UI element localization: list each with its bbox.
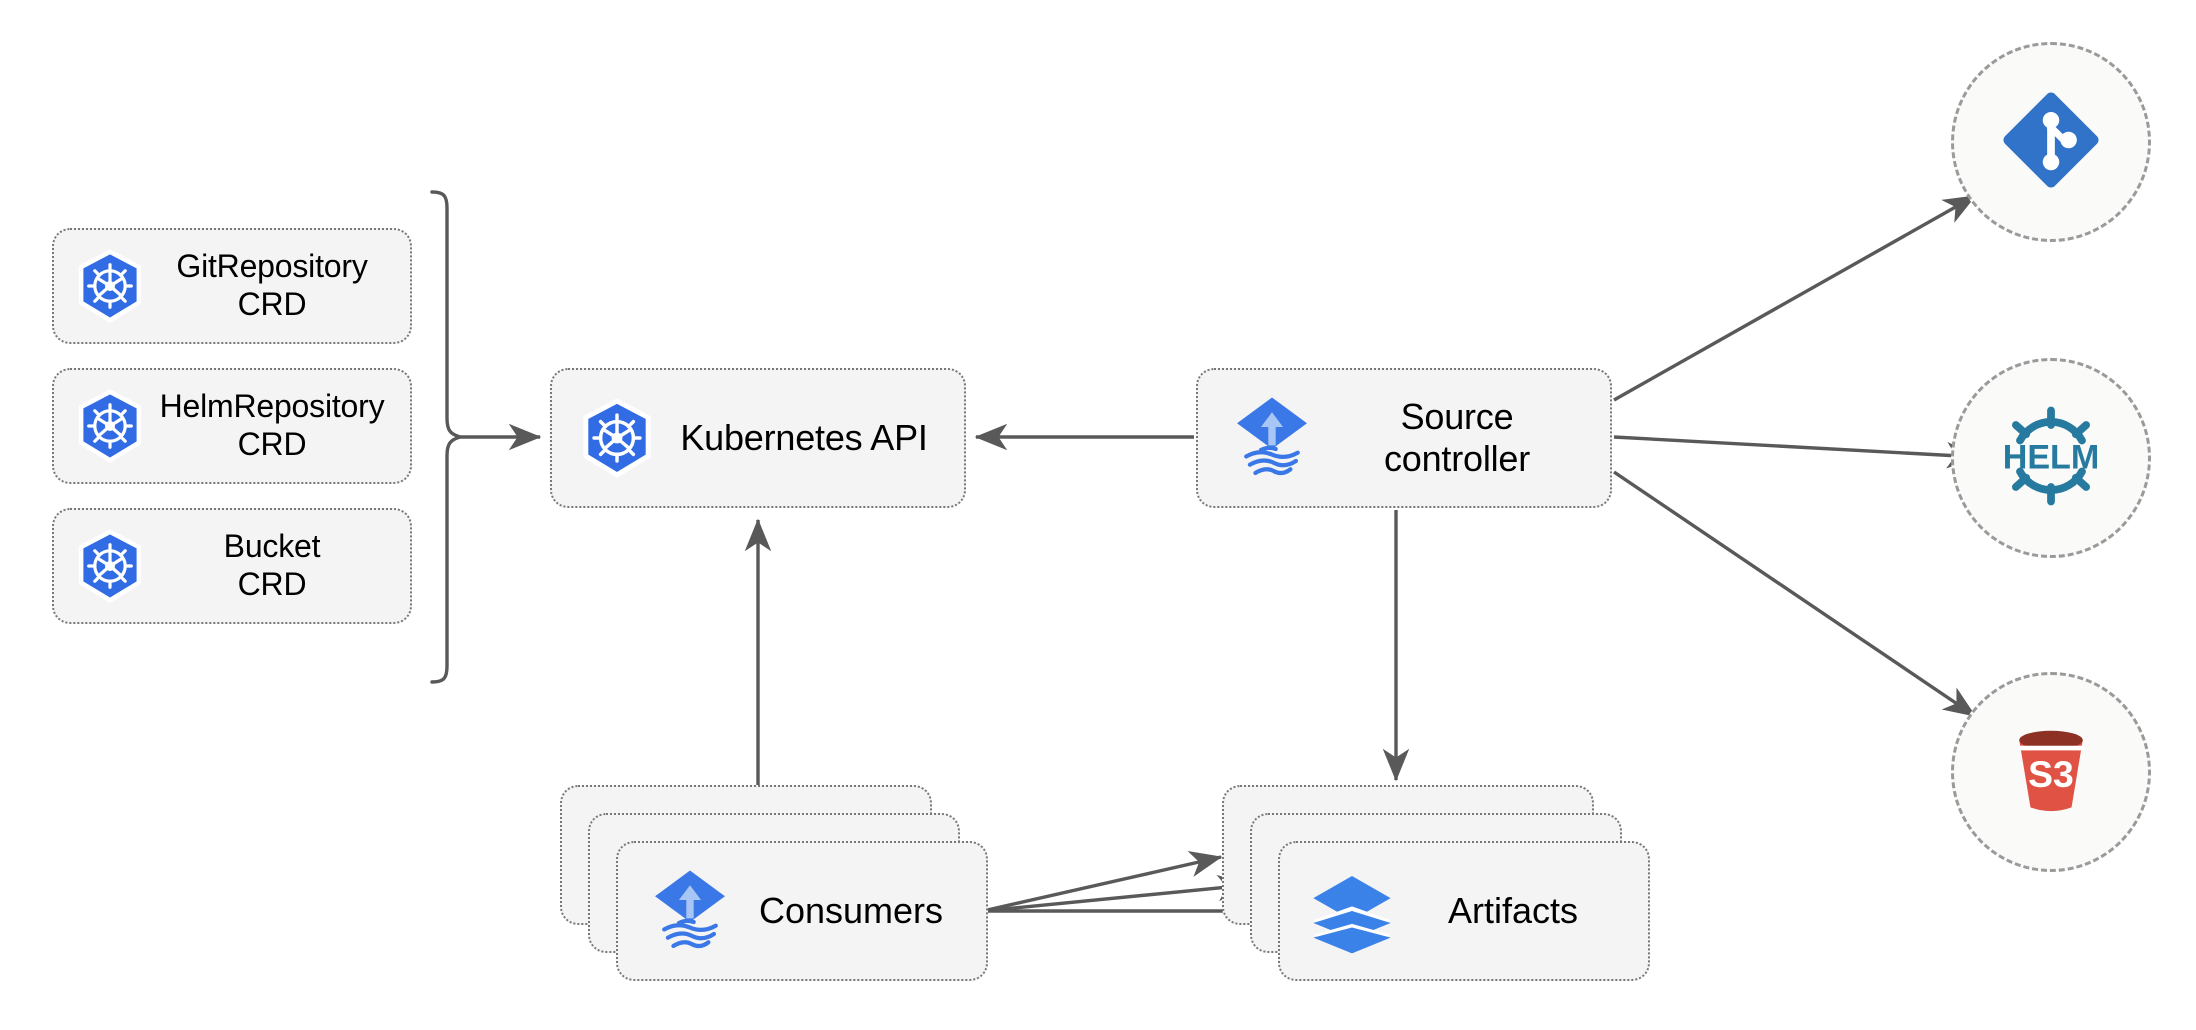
edge-source-controller-to-git	[1613, 194, 1977, 402]
artifacts-node[interactable]: Artifacts	[1222, 785, 1652, 985]
kubernetes-icon	[72, 248, 148, 324]
edge-source-controller-to-helm	[1613, 435, 1980, 469]
helm-icon: HELM	[1989, 394, 2113, 523]
kubernetes-icon	[576, 397, 658, 479]
helm-logo-text: HELM	[2003, 438, 2100, 476]
crd-card-helmrepository[interactable]: HelmRepository CRD	[52, 368, 412, 484]
kubernetes-icon	[72, 528, 148, 604]
crd-card-bucket[interactable]: Bucket CRD	[52, 508, 412, 624]
edge-source-controller-to-s3	[1613, 470, 1977, 718]
source-controller-node[interactable]: Source controller	[1196, 368, 1612, 508]
layers-icon	[1306, 865, 1398, 957]
kubernetes-icon	[72, 388, 148, 464]
consumers-node[interactable]: Consumers	[560, 785, 990, 985]
flux-icon	[644, 865, 736, 957]
edge-consumers-to-artifacts-2	[982, 874, 1251, 913]
git-icon	[1996, 85, 2106, 200]
kubernetes-api-node[interactable]: Kubernetes API	[550, 368, 966, 508]
consumers-stack-layer-front[interactable]: Consumers	[616, 841, 988, 981]
artifacts-stack-layer-front[interactable]: Artifacts	[1278, 841, 1650, 981]
crd-card-gitrepository[interactable]: GitRepository CRD	[52, 228, 412, 344]
consumers-label: Consumers	[758, 890, 944, 931]
git-source-circle[interactable]	[1951, 42, 2151, 242]
crd-card-label: Bucket CRD	[223, 528, 321, 602]
flux-icon	[1226, 392, 1318, 484]
helm-source-circle[interactable]: HELM	[1951, 358, 2151, 558]
s3-bucket-icon: S3	[1995, 714, 2107, 831]
s3-logo-text: S3	[2028, 752, 2074, 794]
s3-source-circle[interactable]: S3	[1951, 672, 2151, 872]
artifacts-label: Artifacts	[1447, 890, 1579, 931]
crd-card-label: GitRepository CRD	[176, 248, 368, 322]
kubernetes-api-label: Kubernetes API	[680, 416, 928, 458]
edge-consumers-to-artifacts-1	[982, 850, 1223, 913]
crd-card-label: HelmRepository CRD	[159, 388, 385, 462]
source-controller-label: Source controller	[1383, 395, 1531, 479]
crd-group-brace	[430, 190, 466, 684]
